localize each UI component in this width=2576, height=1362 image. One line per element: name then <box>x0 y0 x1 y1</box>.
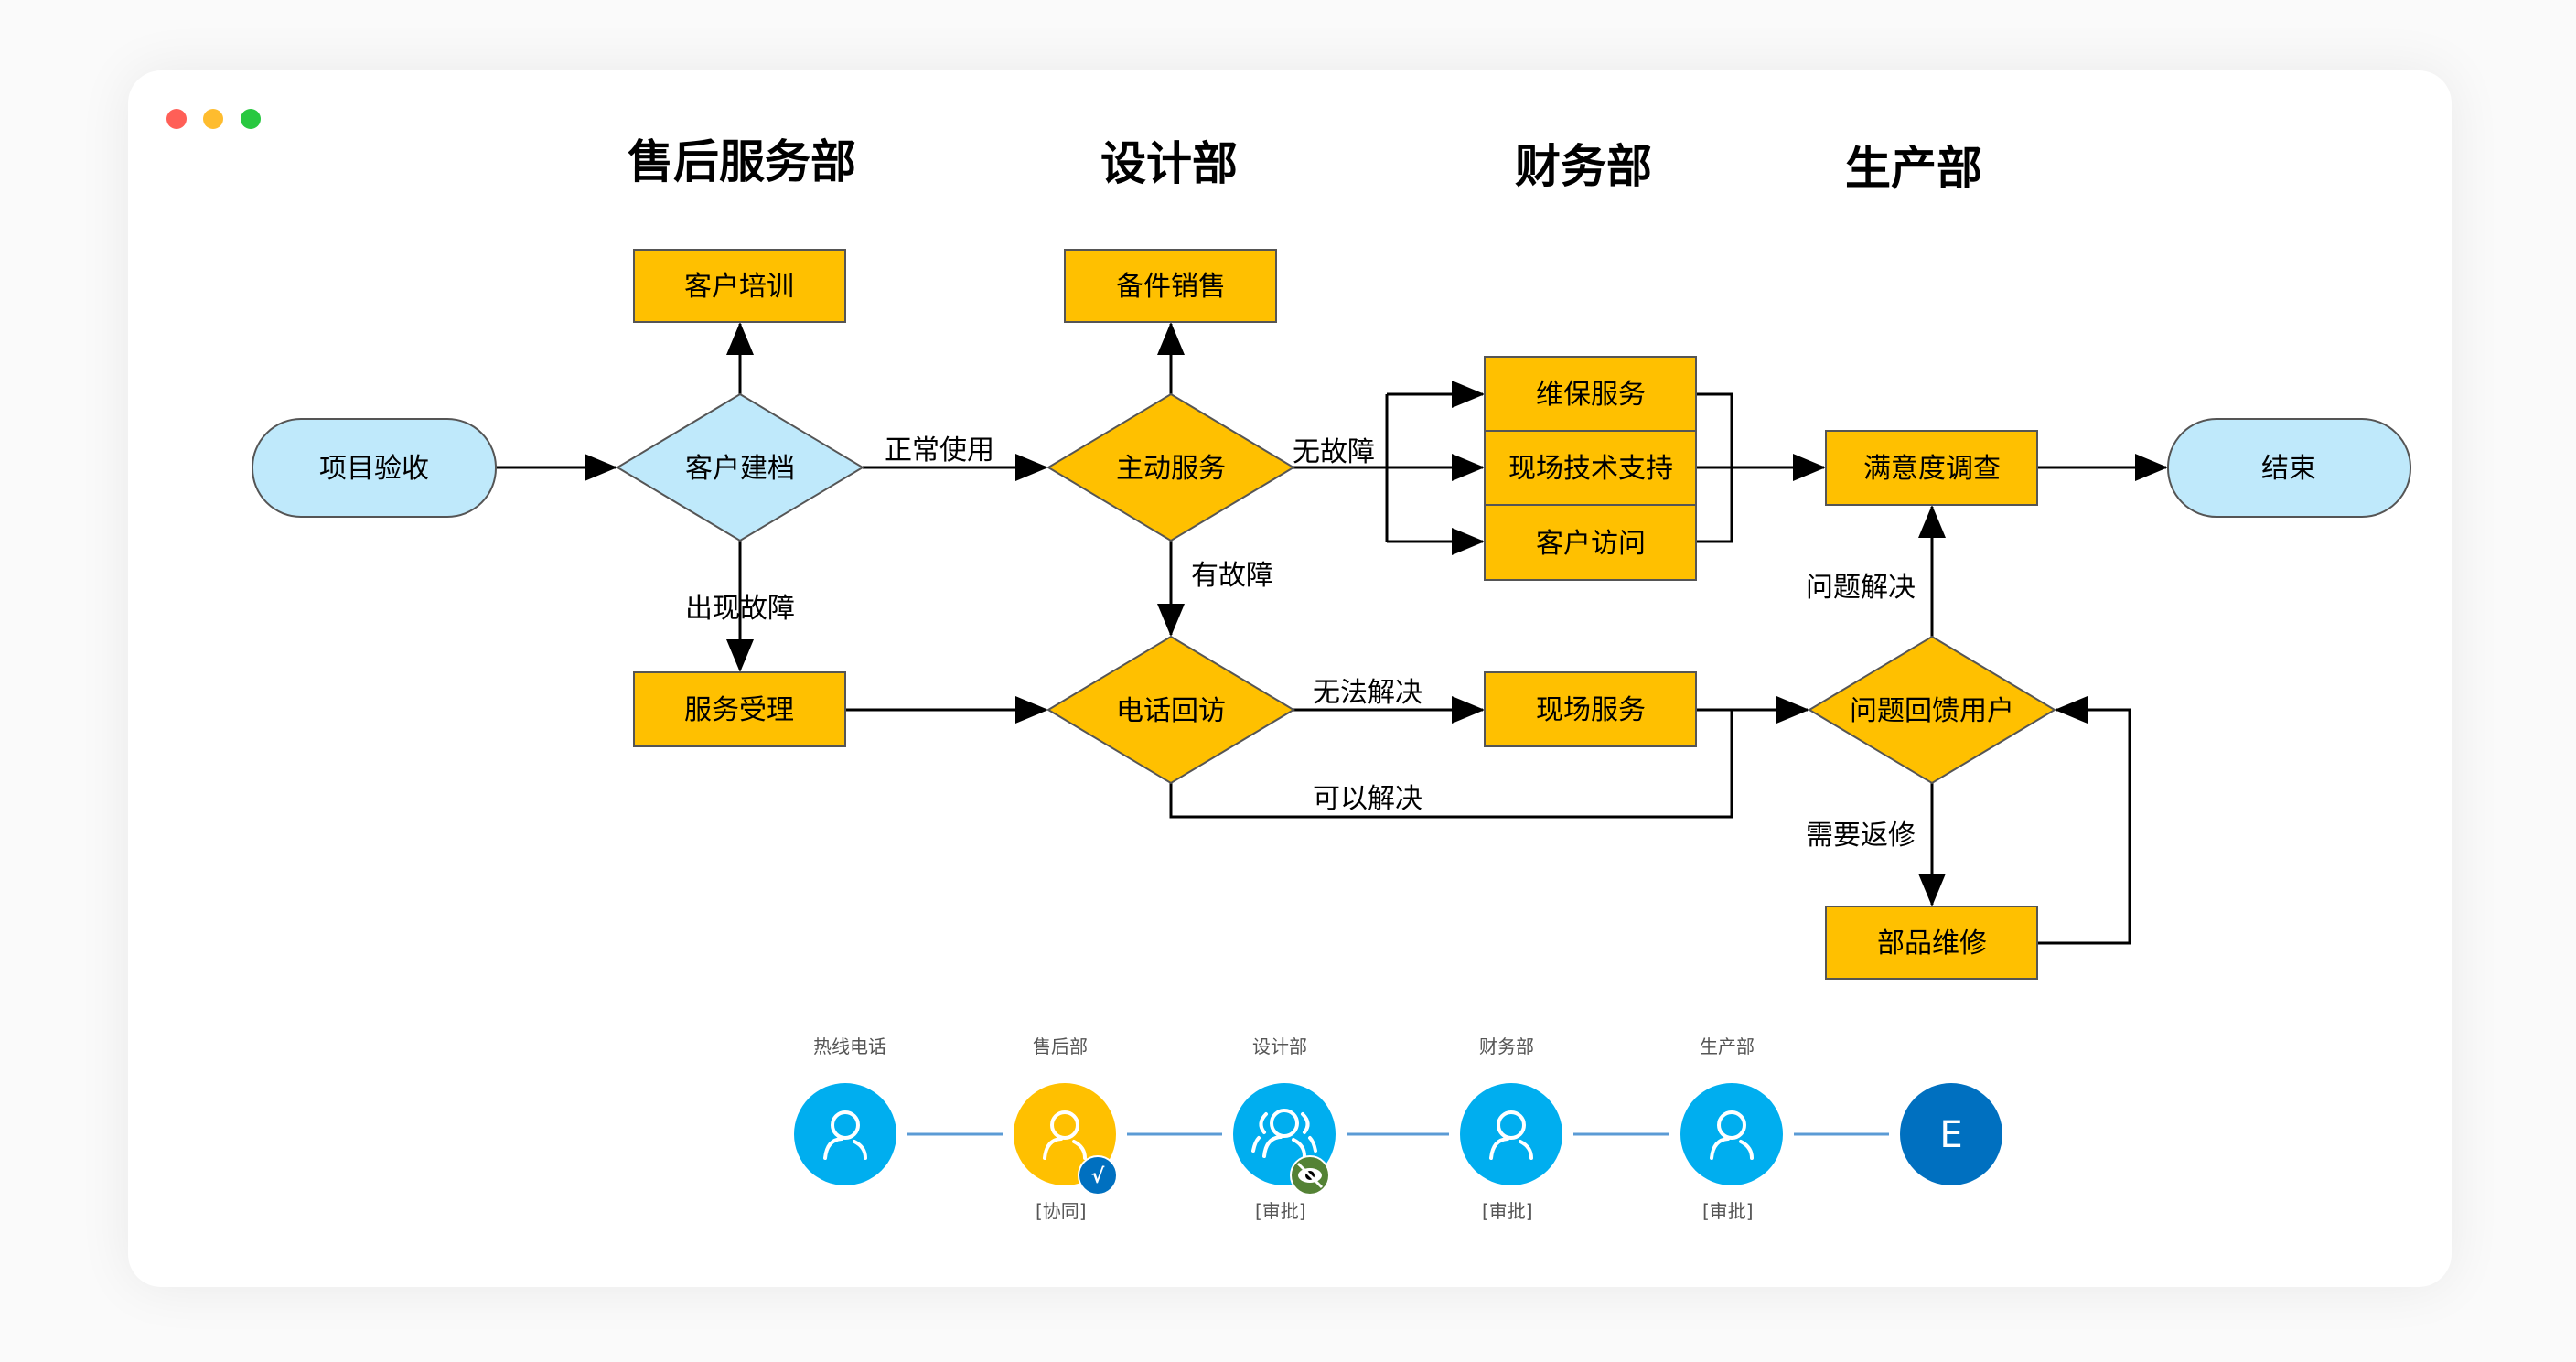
arrowhead <box>1776 696 1809 724</box>
flow-step[interactable]: 设计部 [审批] <box>1233 1035 1336 1222</box>
node-feedback-user[interactable]: 问题回馈用户 <box>1808 635 2056 785</box>
flow-step-label: 售后部 <box>1033 1035 1088 1057</box>
node-service-acceptance-label: 服务受理 <box>684 694 794 726</box>
dept-title-design: 设计部 <box>1100 137 1238 190</box>
check-badge-icon: √ <box>1078 1155 1118 1196</box>
node-active-service-label: 主动服务 <box>1116 453 1226 485</box>
flow-step-circle <box>794 1083 896 1185</box>
node-start-label: 项目验收 <box>319 453 429 485</box>
user-icon <box>1710 1110 1754 1160</box>
arrowhead <box>1918 874 1946 906</box>
flow-step-label: 设计部 <box>1252 1035 1307 1057</box>
node-active-service[interactable]: 主动服务 <box>1046 392 1295 542</box>
arrowhead <box>1452 381 1485 408</box>
node-customer-archive-label: 客户建档 <box>685 453 795 485</box>
node-customer-visit-label: 客户访问 <box>1536 528 1646 560</box>
window-minimize-button[interactable] <box>203 109 223 129</box>
node-satisfaction-survey-label: 满意度调查 <box>1863 453 2001 485</box>
flow-step-circle <box>1460 1083 1562 1185</box>
node-service-acceptance[interactable]: 服务受理 <box>633 671 846 747</box>
edge-label-fault-occurs: 出现故障 <box>685 593 795 625</box>
approval-flow: 热线电话 售后部 √[协同] 设计部 [审批] 财务部 [审批] 生产部 [审批] E <box>794 1035 2002 1222</box>
node-satisfaction-survey[interactable]: 满意度调查 <box>1825 430 2038 506</box>
node-onsite-tech-support[interactable]: 现场技术支持 <box>1484 430 1697 506</box>
dept-title-after-sales: 售后服务部 <box>628 135 856 188</box>
svg-text:√: √ <box>1091 1165 1105 1188</box>
edge-callback-can-solve <box>1169 710 1733 819</box>
end-letter-icon: E <box>1939 1114 1962 1156</box>
node-phone-callback[interactable]: 电话回访 <box>1046 635 1295 785</box>
node-onsite-tech-support-label: 现场技术支持 <box>1508 453 1673 485</box>
node-spare-parts-sales[interactable]: 备件销售 <box>1064 249 1277 323</box>
node-maintenance-service-label: 维保服务 <box>1536 379 1646 411</box>
user-icon <box>1043 1110 1087 1160</box>
node-customer-training-label: 客户培训 <box>684 271 794 303</box>
arrowhead <box>1015 696 1048 724</box>
arrowhead <box>2135 454 2168 481</box>
node-start[interactable]: 项目验收 <box>252 418 497 518</box>
node-customer-visit[interactable]: 客户访问 <box>1484 504 1697 581</box>
node-end[interactable]: 结束 <box>2167 418 2411 518</box>
arrowhead <box>1157 322 1185 355</box>
node-maintenance-service[interactable]: 维保服务 <box>1484 356 1697 432</box>
edges <box>496 322 2168 945</box>
flow-step-label: 热线电话 <box>813 1035 886 1057</box>
edge-label-no-fault: 无故障 <box>1293 436 1375 468</box>
flow-step-circle <box>1680 1083 1783 1185</box>
flow-step[interactable]: 生产部 [审批] <box>1680 1035 1783 1222</box>
node-feedback-user-label: 问题回馈用户 <box>1850 695 2014 727</box>
dept-title-finance: 财务部 <box>1515 140 1652 193</box>
node-spare-parts-sales-label: 备件销售 <box>1116 271 1226 303</box>
edge-label-has-fault: 有故障 <box>1191 560 1273 592</box>
node-phone-callback-label: 电话回访 <box>1116 695 1226 727</box>
flow-step-circle <box>1900 1083 2002 1185</box>
arrowhead <box>726 639 754 672</box>
user-icon <box>1489 1110 1533 1160</box>
arrowhead <box>1452 696 1485 724</box>
arrowhead <box>1452 454 1485 481</box>
arrowhead <box>1015 454 1048 481</box>
flow-step[interactable]: 财务部 [审批] <box>1460 1035 1562 1222</box>
group-icon <box>1251 1109 1317 1158</box>
arrowhead <box>1918 505 1946 538</box>
arrowhead <box>1793 454 1826 481</box>
flow-step[interactable]: 热线电话 <box>794 1035 896 1185</box>
window-close-button[interactable] <box>166 109 187 129</box>
flow-step-status: [审批] <box>1482 1200 1533 1222</box>
node-parts-repair-label: 部品维修 <box>1877 928 1987 960</box>
flow-step-label: 生产部 <box>1700 1035 1755 1057</box>
flow-step-status: [协同] <box>1036 1200 1087 1222</box>
node-parts-repair[interactable]: 部品维修 <box>1825 906 2038 980</box>
arrowhead <box>2055 696 2088 724</box>
flow-step[interactable]: E <box>1900 1083 2002 1185</box>
arrowhead <box>1452 528 1485 555</box>
arrowhead <box>585 454 617 481</box>
window-maximize-button[interactable] <box>241 109 261 129</box>
eye-off-badge-icon <box>1290 1155 1330 1196</box>
flow-step-status: [审批] <box>1255 1200 1306 1222</box>
edge-label-problem-solved: 问题解决 <box>1806 572 1916 604</box>
node-customer-training[interactable]: 客户培训 <box>633 249 846 323</box>
dept-title-production: 生产部 <box>1845 142 1982 195</box>
edge-repair-loop <box>2037 708 2131 945</box>
node-customer-archive[interactable]: 客户建档 <box>616 392 864 542</box>
edge-label-normal-use: 正常使用 <box>885 434 994 467</box>
edge-label-can-solve: 可以解决 <box>1313 783 1422 815</box>
node-onsite-service[interactable]: 现场服务 <box>1484 671 1697 747</box>
flow-step[interactable]: 售后部 √[协同] <box>1014 1035 1118 1222</box>
arrowhead <box>1157 604 1185 637</box>
arrowhead <box>726 322 754 355</box>
flow-step-label: 财务部 <box>1479 1035 1534 1057</box>
node-onsite-service-label: 现场服务 <box>1536 694 1646 726</box>
edge-label-cannot-solve: 无法解决 <box>1313 677 1422 709</box>
node-end-label: 结束 <box>2261 453 2316 485</box>
flow-step-status: [审批] <box>1702 1200 1754 1222</box>
user-icon <box>823 1110 867 1160</box>
edge-label-needs-repair: 需要返修 <box>1806 820 1916 852</box>
